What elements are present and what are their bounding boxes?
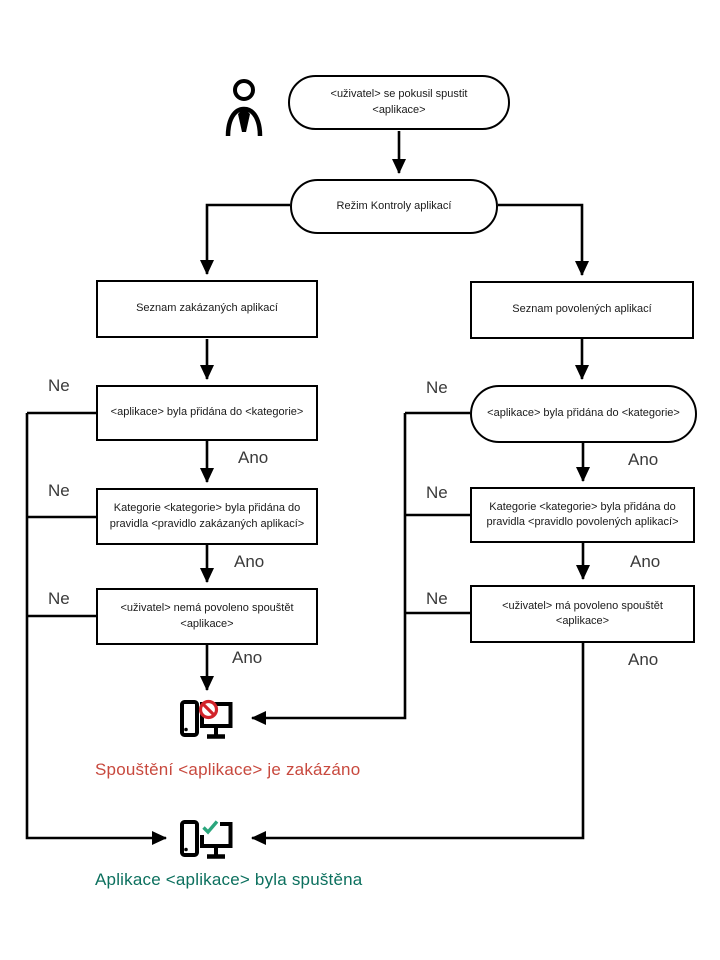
edge-label-no: Ne [426, 378, 448, 397]
edge-deny-ne-trunk [25, 413, 167, 845]
check-icon [200, 819, 220, 835]
computer-blocked-icon [179, 696, 233, 742]
edge-label-yes: Ano [630, 552, 661, 571]
edge-label-no: Ne [48, 589, 70, 608]
edge-mode-to-denylist [200, 203, 290, 275]
blocked-outcome-text: Spouštění <aplikace> je zakázáno [95, 760, 361, 779]
edge-allow-user-ano [251, 643, 585, 845]
edge-label-yes: Ano [628, 650, 659, 669]
node-allow-category: <aplikace> byla přidána do <kategorie> [470, 385, 697, 443]
launched-outcome-text: Aplikace <aplikace> byla spuštěna [95, 870, 363, 889]
node-control-mode: Režim Kontroly aplikací [290, 179, 498, 234]
computer-launched-icon [179, 816, 233, 862]
node-deny-rule: Kategorie <kategorie> byla přidána do pr… [96, 488, 318, 545]
edge-label-yes: Ano [628, 450, 659, 469]
edge-label-no: Ne [48, 481, 70, 500]
edge-label-yes: Ano [238, 448, 269, 467]
edge-label-no: Ne [426, 589, 448, 608]
node-allow-rule: Kategorie <kategorie> byla přidána do pr… [470, 487, 695, 543]
user-icon [224, 78, 264, 138]
node-allowlist: Seznam povolených aplikací [470, 281, 694, 339]
node-denylist: Seznam zakázaných aplikací [96, 280, 318, 338]
edge-allow-ne-trunk [251, 413, 407, 725]
node-deny-user: <uživatel> nemá povoleno spouštět <aplik… [96, 588, 318, 645]
edge-label-no: Ne [48, 376, 70, 395]
edge-label-yes: Ano [232, 648, 263, 667]
edge-mode-to-allowlist [498, 203, 589, 276]
node-deny-category: <aplikace> byla přidána do <kategorie> [96, 385, 318, 441]
node-start: <uživatel> se pokusil spustit <aplikace> [288, 75, 510, 130]
node-allow-user: <uživatel> má povoleno spouštět <aplikac… [470, 585, 695, 643]
edge-label-no: Ne [426, 483, 448, 502]
edge-label-yes: Ano [234, 552, 265, 571]
